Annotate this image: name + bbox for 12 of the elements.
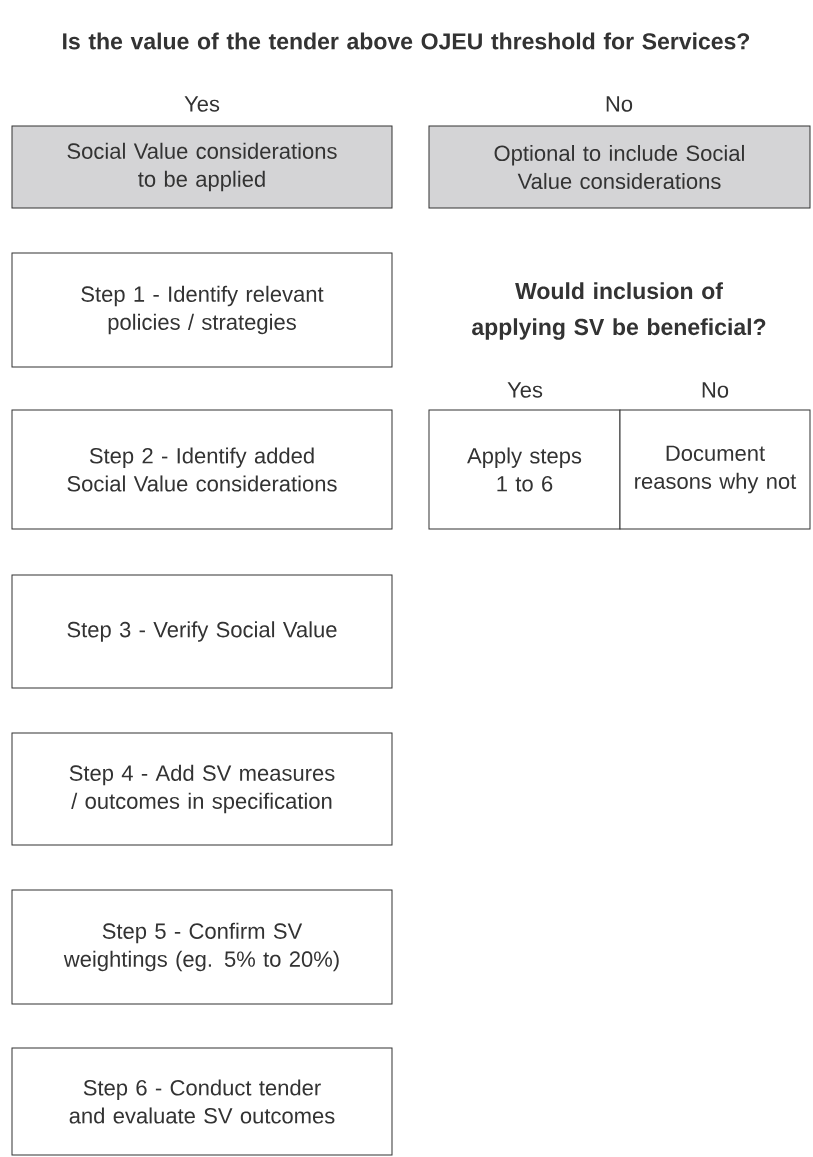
process-box: Step 3 - Verify Social Value (11, 574, 393, 689)
process-box: Step 4 - Add SV measures / outcomes in specification (11, 732, 393, 846)
table-cell: Apply steps 1 to 6 (428, 409, 621, 530)
process-box: Social Value considerations to be applied (11, 125, 393, 209)
process-box: Step 2 - Identify added Social Value considerations (11, 409, 393, 530)
question-heading: Would inclusion of applying SV be beneficial? (472, 282, 766, 340)
table-cell: Document reasons why not (619, 409, 811, 530)
title: Is the value of the tender above OJEU threshold for Services? (63, 32, 750, 50)
process-box: Step 6 - Conduct tender and evaluate SV outcomes (11, 1047, 393, 1156)
process-box: Step 5 - Confirm SV weightings (eg. 5% to 20%) (11, 889, 393, 1005)
process-box: Step 1 - Identify relevant policies / strategies (11, 252, 393, 368)
process-box: Optional to include Social Value considerations (428, 125, 811, 209)
